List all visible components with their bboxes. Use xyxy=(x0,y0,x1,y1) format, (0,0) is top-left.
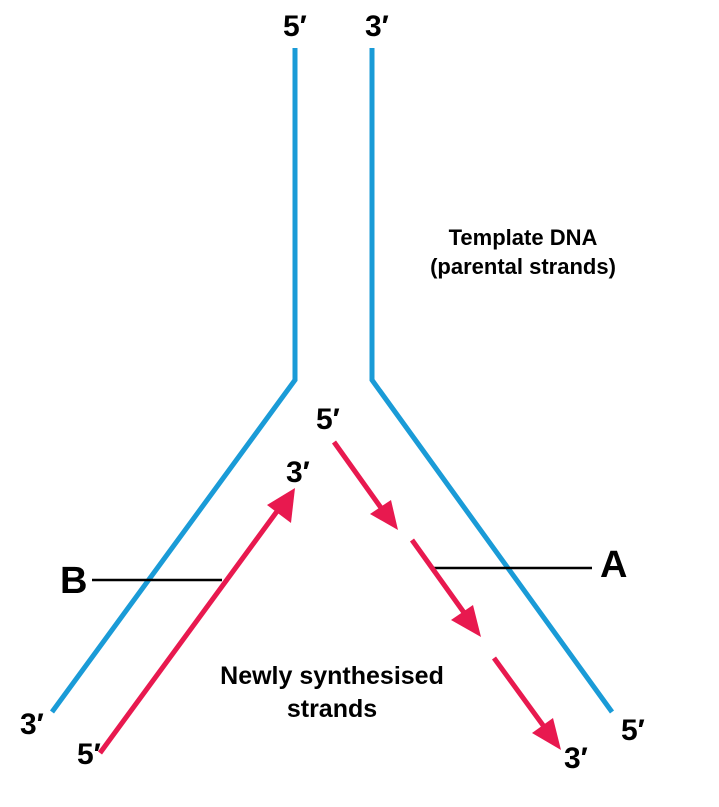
template-caption-line1: Template DNA xyxy=(448,225,598,250)
lagging-fragment-3 xyxy=(491,656,548,730)
pointer-label-b: B xyxy=(60,560,88,602)
top-left-end-label: 5′ xyxy=(283,10,307,43)
template-caption-line2: (parental strands) xyxy=(430,253,616,279)
lagging-end-label: 3′ xyxy=(564,742,588,775)
bottom-left-end-label: 3′ xyxy=(20,708,44,741)
pointer-label-a: A xyxy=(600,544,628,586)
lagging-fragment-1 xyxy=(331,440,387,514)
new-strands-caption: Newly synthesised strands xyxy=(182,660,482,725)
top-right-end-label: 3′ xyxy=(365,10,389,43)
leading-end-label: 3′ xyxy=(286,456,310,489)
lagging-fragment-2 xyxy=(409,538,468,616)
new-caption-line1: Newly synthesised xyxy=(220,662,444,690)
lagging-arrowhead-2-icon xyxy=(451,605,481,637)
template-dna-caption: Template DNA (parental strands) xyxy=(398,224,648,281)
new-caption-line2: strands xyxy=(286,694,378,723)
lagging-arrowhead-1-icon xyxy=(370,500,398,530)
bottom-right-end-label: 5′ xyxy=(621,714,645,747)
leading-arrowhead-icon xyxy=(267,488,295,523)
lagging-start-label: 5′ xyxy=(316,403,340,436)
template-strand-left xyxy=(49,48,298,714)
lagging-arrowhead-3-icon xyxy=(532,718,561,750)
leading-strand xyxy=(97,508,281,755)
leading-start-label: 5′ xyxy=(77,738,101,771)
template-strand-right xyxy=(369,48,615,714)
